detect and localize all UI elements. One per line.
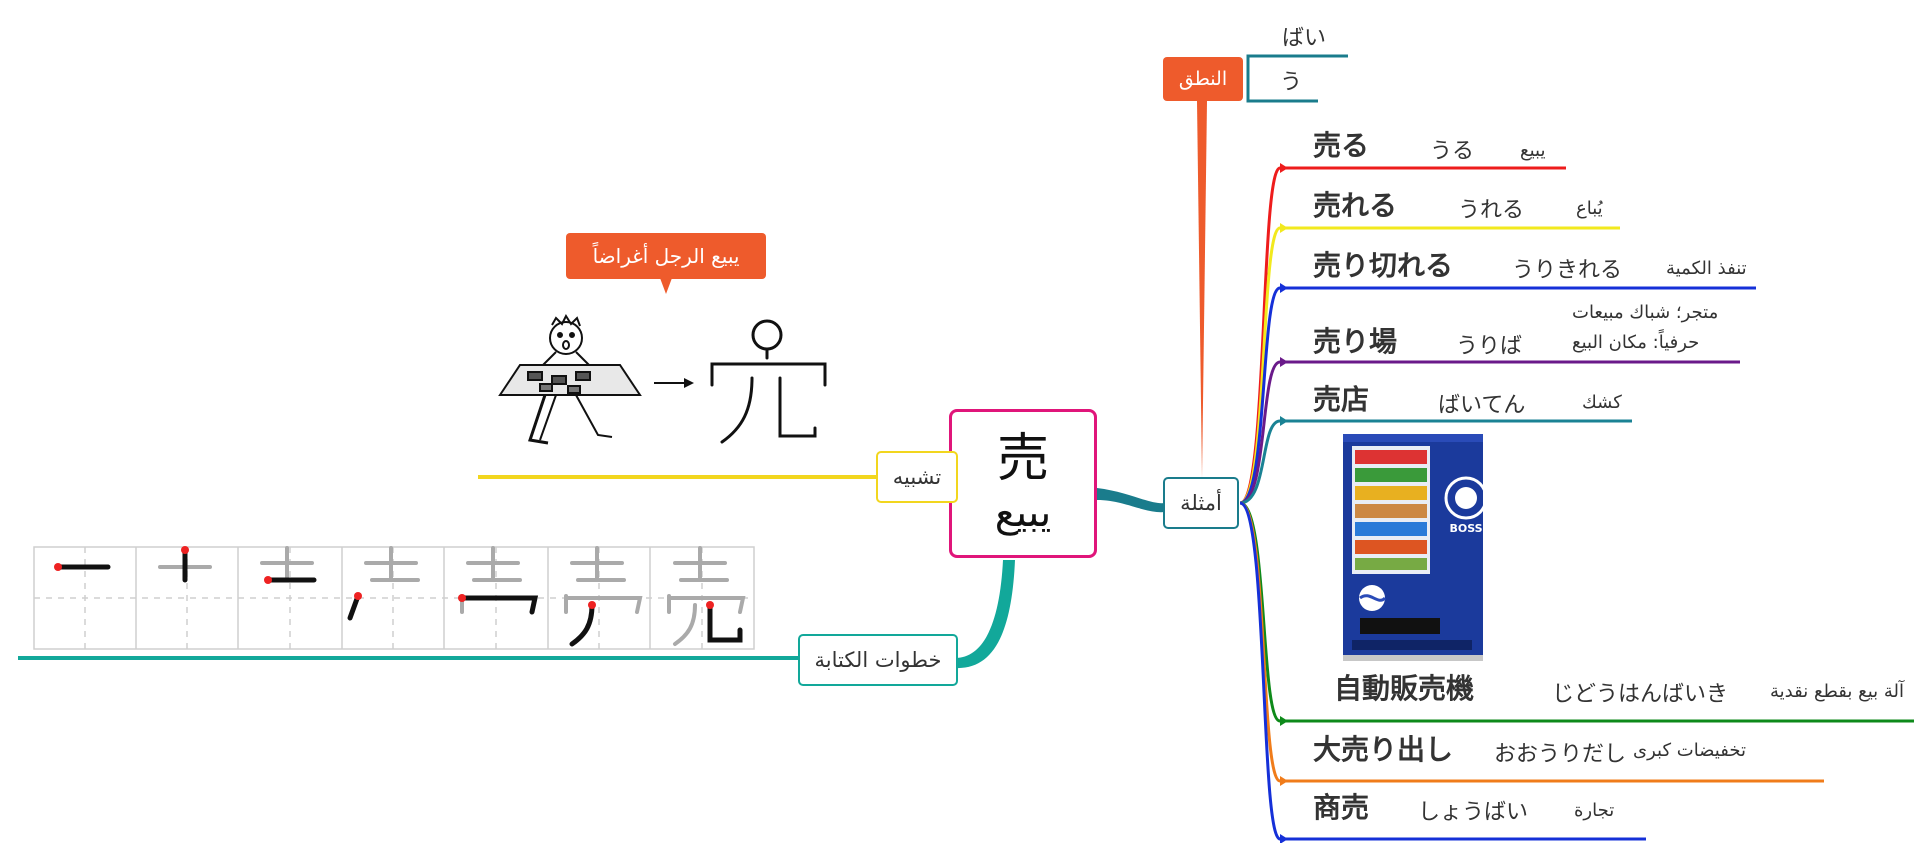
kanji-figure-illustration <box>710 319 827 444</box>
man-selling-illustration <box>498 313 642 445</box>
branch-analogy[interactable]: تشبيه <box>876 451 958 503</box>
pronunciation-reading-1: ばい <box>1282 26 1327 51</box>
branch-pronunciation-label: النطق <box>1178 68 1228 90</box>
example-branch-arrow <box>1280 416 1288 426</box>
example-word: 売り切れる <box>1313 249 1454 282</box>
branch-writing[interactable]: خطوات الكتابة <box>798 634 958 686</box>
example-branch-line <box>1239 501 1646 841</box>
center-meaning: يبيع <box>994 489 1052 536</box>
example-word: 商売 <box>1313 791 1370 824</box>
example-reading: おおうりだし <box>1494 742 1627 767</box>
branch-examples-label: أمثلة <box>1180 491 1222 515</box>
branch-pronunciation[interactable]: النطق <box>1163 57 1243 101</box>
example-branch-arrow <box>1280 716 1288 726</box>
example-reading: うる <box>1430 139 1475 164</box>
writing-trunk <box>955 560 1015 669</box>
branch-analogy-label: تشبيه <box>892 465 942 489</box>
examples-trunk <box>1097 488 1165 513</box>
example-word: 売り場 <box>1313 325 1398 358</box>
example-meaning: تخفيضات كبرى <box>1633 740 1746 761</box>
center-kanji: 売 <box>996 428 1049 489</box>
pronunciation-reading-2: う <box>1280 70 1303 95</box>
example-lines <box>1239 163 1914 843</box>
branch-examples[interactable]: أمثلة <box>1163 477 1239 529</box>
example-meaning: آلة بيع بقطع نقدية <box>1770 681 1905 702</box>
example-meaning: تجارة <box>1574 800 1615 821</box>
example-branch-arrow <box>1280 834 1288 843</box>
example-word: 大売り出し <box>1313 733 1454 766</box>
analogy-caption: يبيع الرجل أغراضاً <box>592 244 740 268</box>
example-branch-arrow <box>1280 776 1288 786</box>
example-branch-arrow <box>1280 357 1288 367</box>
arrow-icon <box>654 378 694 388</box>
example-meaning: كشك <box>1582 392 1622 413</box>
example-branch-arrow <box>1280 223 1288 233</box>
example-reading: じどうはんばいき <box>1552 682 1729 707</box>
example-branch-line <box>1239 360 1740 505</box>
branch-writing-label: خطوات الكتابة <box>814 648 942 672</box>
example-meaning: يبيع <box>1520 140 1546 161</box>
example-meaning: تنفذ الكمية <box>1666 258 1747 279</box>
example-reading: しょうばい <box>1418 800 1529 825</box>
analogy-caption-bubble: يبيع الرجل أغراضاً <box>566 233 766 279</box>
example-reading: ばいてん <box>1438 393 1526 418</box>
center-node[interactable]: 売 يبيع <box>949 409 1097 558</box>
example-branch-line <box>1239 419 1632 505</box>
example-branch-line <box>1239 286 1756 505</box>
pron-line-2 <box>1246 70 1318 103</box>
example-word: 自動販売機 <box>1334 672 1475 705</box>
example-reading: うれる <box>1458 198 1525 223</box>
example-meaning: يُباع <box>1576 198 1603 219</box>
example-meaning: متجر؛ شباك مبيعات <box>1572 302 1719 323</box>
example-word: 売る <box>1313 129 1370 162</box>
example-meaning-2: حرفياً: مكان البيع <box>1572 332 1700 353</box>
example-reading: うりば <box>1456 334 1523 359</box>
stroke-order-strokes <box>54 546 746 647</box>
example-branch-arrow <box>1280 283 1288 293</box>
example-word: 売店 <box>1313 383 1370 416</box>
example-branch-arrow <box>1280 163 1288 173</box>
pronunciation-spike <box>1197 101 1207 478</box>
example-reading: うりきれる <box>1512 258 1623 283</box>
example-word: 売れる <box>1313 189 1398 222</box>
